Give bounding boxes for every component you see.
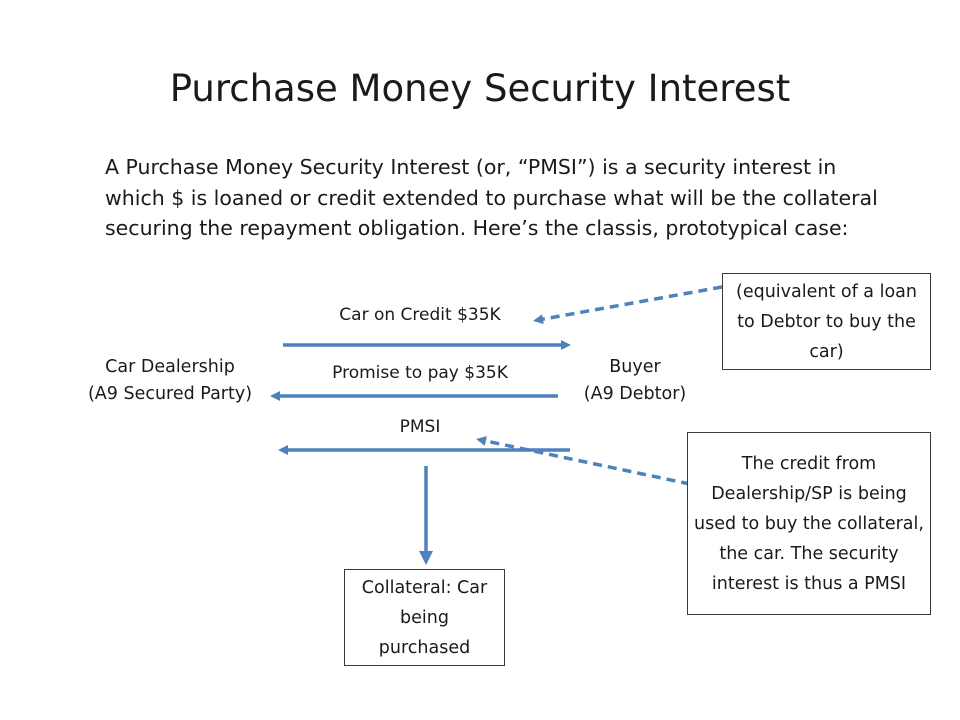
buyer-name: Buyer xyxy=(609,357,661,377)
intro-paragraph: A Purchase Money Security Interest (or, … xyxy=(105,152,895,244)
buyer-party: Buyer (A9 Debtor) xyxy=(555,354,715,408)
loan-equivalent-text: (equivalent of a loan to Debtor to buy t… xyxy=(736,281,917,362)
credit-explanation-note: The credit from Dealership/SP is being u… xyxy=(687,432,931,615)
buyer-role: (A9 Debtor) xyxy=(583,384,687,404)
seller-role: (A9 Secured Party) xyxy=(87,384,253,404)
promise-to-pay-label: Promise to pay $35K xyxy=(332,363,508,383)
loan-note-connector xyxy=(533,285,723,325)
car-on-credit-label: Car on Credit $35K xyxy=(339,305,501,325)
credit-note-connector xyxy=(476,436,691,486)
loan-equivalent-note: (equivalent of a loan to Debtor to buy t… xyxy=(722,273,931,370)
seller-name: Car Dealership xyxy=(105,357,235,377)
intro-text: A Purchase Money Security Interest (or, … xyxy=(105,155,878,240)
pmsi-label: PMSI xyxy=(399,417,441,437)
collateral-text: Collateral: Car being purchased xyxy=(361,577,488,658)
seller-party: Car Dealership (A9 Secured Party) xyxy=(60,354,280,408)
credit-explanation-text: The credit from Dealership/SP is being u… xyxy=(694,453,924,594)
slide-title: Purchase Money Security Interest xyxy=(169,67,791,110)
collateral-box: Collateral: Car being purchased xyxy=(344,569,505,666)
